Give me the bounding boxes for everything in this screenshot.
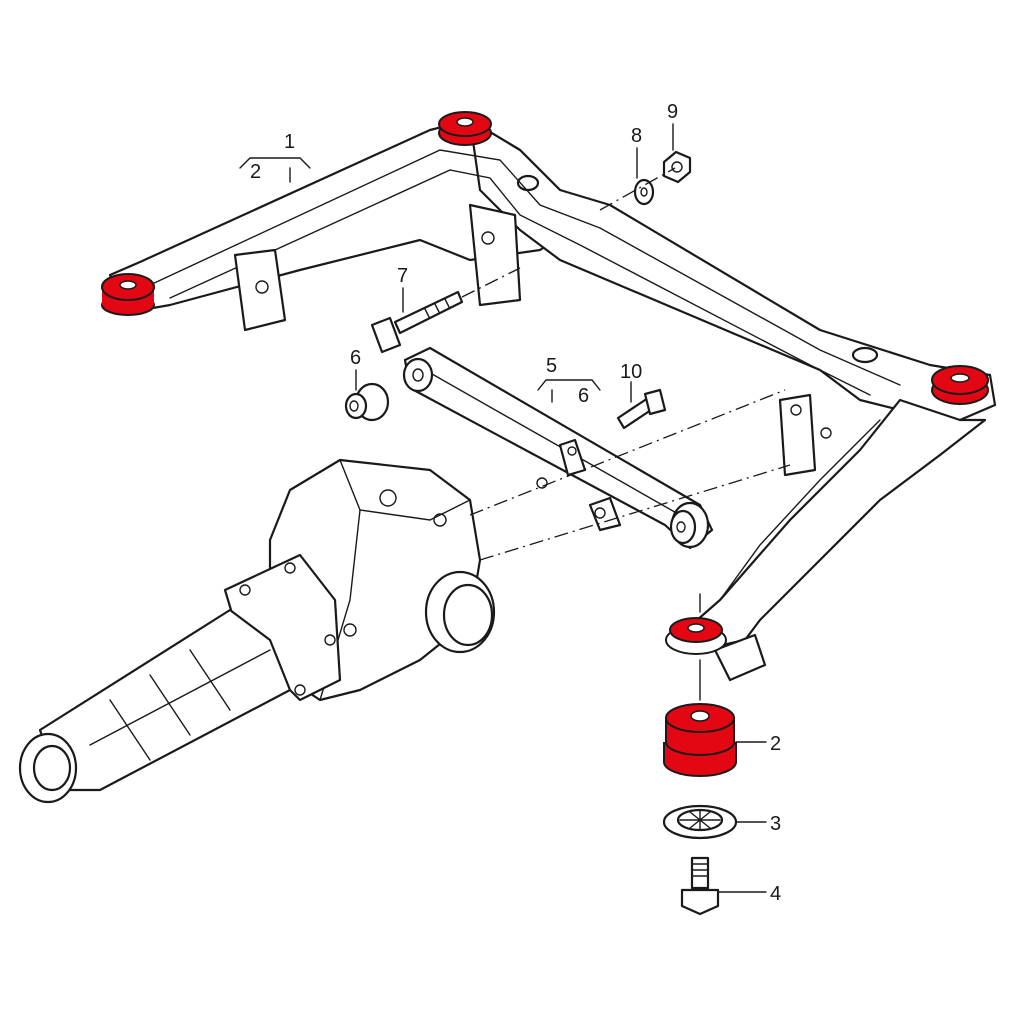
callout-3: 3 bbox=[770, 813, 781, 835]
bushing-2 bbox=[663, 703, 737, 777]
differential-housing bbox=[18, 458, 496, 804]
bolt-7 bbox=[370, 267, 521, 354]
callout-labels: 1 2 2 3 4 5 6 6 7 8 9 10 bbox=[250, 101, 781, 905]
bolt-10 bbox=[616, 388, 667, 430]
subframe-bushing-right bbox=[931, 365, 989, 405]
cross-link-5 bbox=[402, 346, 714, 550]
callout-1: 1 bbox=[284, 131, 295, 153]
subframe-bushing-rear-center bbox=[438, 111, 492, 146]
callout-2: 2 bbox=[770, 733, 781, 755]
callout-leaders bbox=[239, 123, 767, 893]
subframe-bushing-front bbox=[665, 617, 727, 655]
rear-subframe bbox=[108, 118, 997, 682]
washer-3 bbox=[662, 804, 738, 840]
callout-8: 8 bbox=[631, 125, 642, 147]
subframe-bushing-rear-left bbox=[101, 273, 155, 316]
callout-5: 5 bbox=[546, 355, 557, 377]
callout-7: 7 bbox=[397, 265, 408, 287]
callout-2-top: 2 bbox=[250, 161, 261, 183]
bolt-4 bbox=[680, 856, 720, 916]
callout-6: 6 bbox=[350, 347, 361, 369]
callout-6-top: 6 bbox=[578, 385, 589, 407]
callout-9: 9 bbox=[667, 101, 678, 123]
callout-4: 4 bbox=[770, 883, 781, 905]
washer-8 bbox=[633, 178, 655, 206]
callout-10: 10 bbox=[620, 361, 642, 383]
bushing-6 bbox=[344, 382, 390, 422]
nut-9 bbox=[662, 150, 692, 184]
